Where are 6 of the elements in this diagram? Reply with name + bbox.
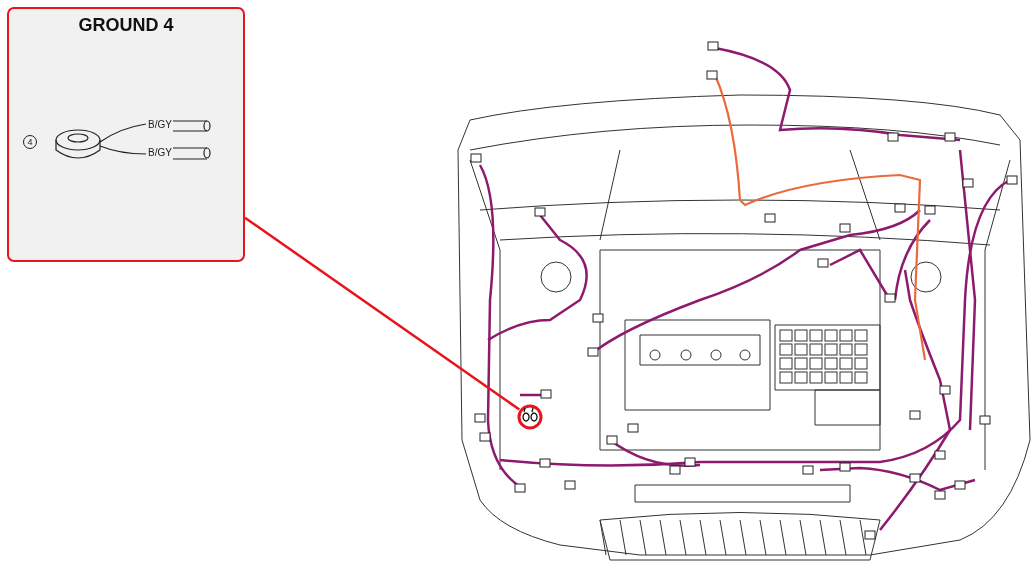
panel-title: GROUND 4 [77, 15, 175, 36]
wire-color-label: B/GY [148, 119, 172, 130]
ground-point-marker [517, 404, 543, 430]
leader-line [244, 216, 521, 411]
wire-color-label: B/GY [148, 147, 172, 158]
inset-panel [7, 7, 245, 262]
